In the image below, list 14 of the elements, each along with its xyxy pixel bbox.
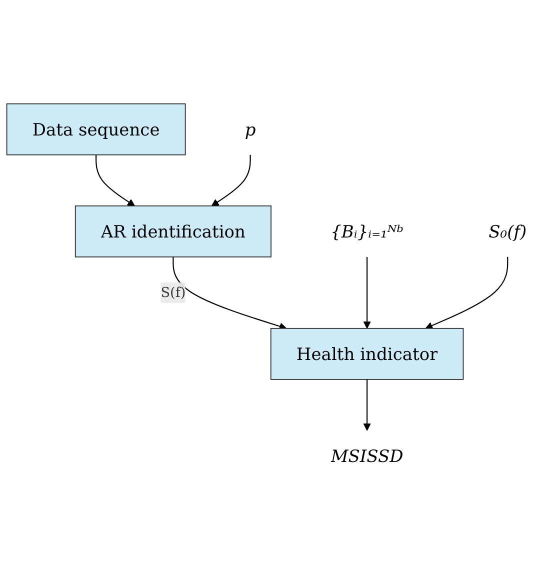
node-box: Data sequence (6, 104, 186, 156)
arrow (363, 380, 371, 432)
node-text: S₀(f) (488, 222, 527, 242)
node-text: p (244, 119, 256, 140)
arrow (363, 257, 371, 330)
node-box: AR identification (74, 206, 272, 258)
arrow (425, 257, 508, 330)
arrow (211, 155, 251, 207)
node-text: MSISSD (330, 446, 404, 467)
node-box: Health indicator (270, 328, 464, 380)
node-text: {Bᵢ}ᵢ₌₁ᴺᵇ (330, 222, 404, 242)
edge-label: S(f) (160, 284, 186, 301)
arrow (96, 155, 135, 207)
arrow (172, 257, 287, 330)
